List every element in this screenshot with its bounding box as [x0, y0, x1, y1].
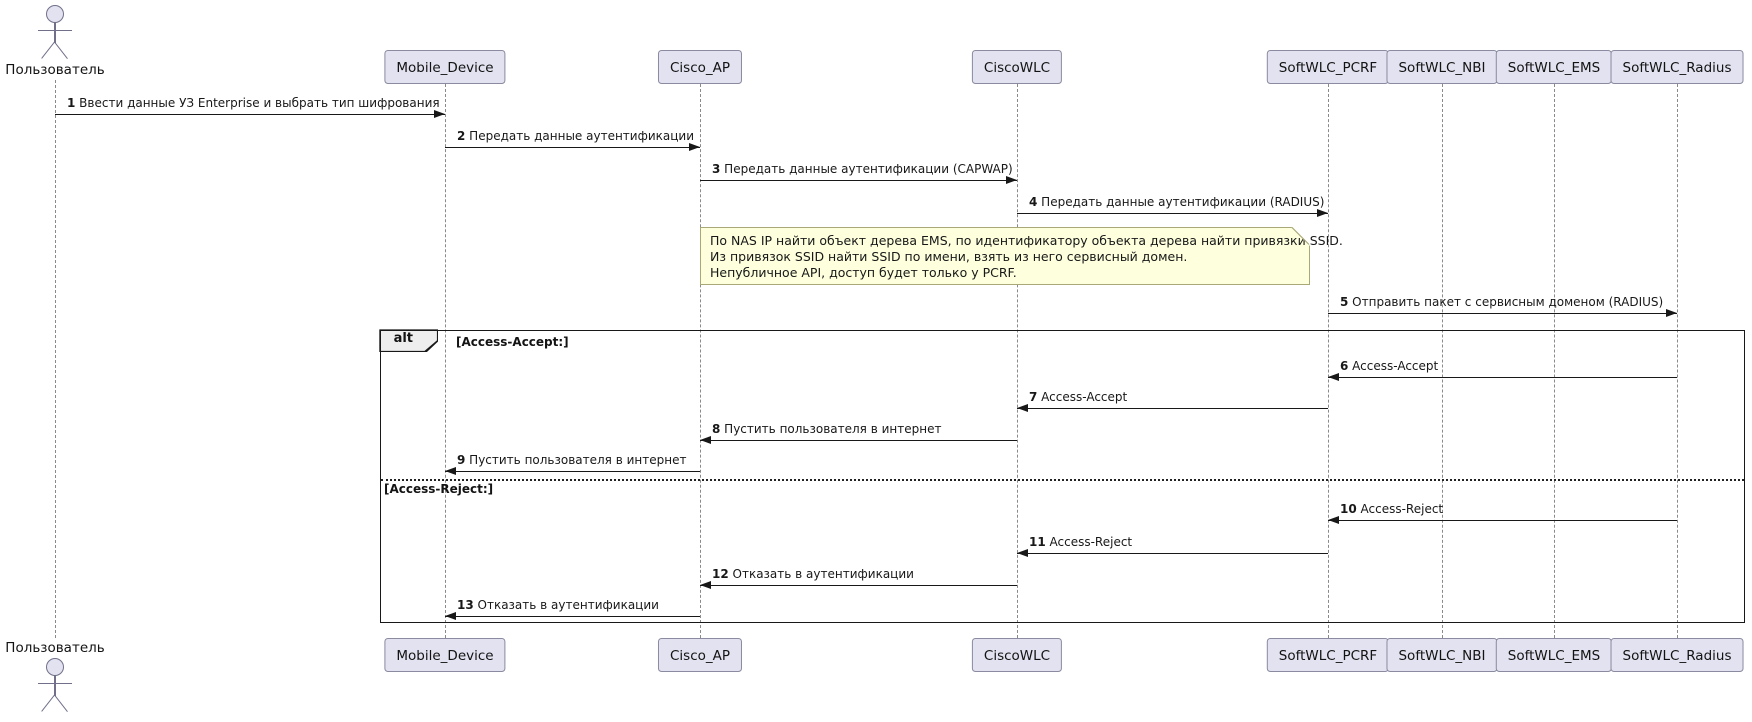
alt-tab-shape — [379, 329, 439, 353]
actor-head-icon — [46, 658, 64, 676]
alt-operator-label: alt — [393, 331, 414, 347]
message-label: 11 Access-Reject — [1029, 535, 1133, 549]
participant-box-SoftWLC_Radius: SoftWLC_Radius — [1610, 50, 1744, 84]
actor-body — [54, 675, 56, 696]
message-label: 2 Передать данные аутентификации — [457, 129, 695, 143]
lifeline-SoftWLC_PCRF — [1327, 84, 1329, 638]
message-label: 12 Отказать в аутентификации — [712, 567, 914, 581]
message-line — [445, 616, 700, 617]
participant-box-CiscoWLC: CiscoWLC — [971, 50, 1063, 84]
alt-divider — [381, 479, 1744, 481]
participant-box-Mobile_Device: Mobile_Device — [384, 50, 506, 84]
lifeline-Пользователь — [54, 80, 56, 638]
message-label: 3 Передать данные аутентификации (CAPWAP… — [712, 162, 1013, 176]
participant-box-Cisco_AP: Cisco_AP — [657, 638, 743, 672]
participant-box-SoftWLC_PCRF: SoftWLC_PCRF — [1266, 50, 1390, 84]
arrowhead-icon — [1666, 309, 1677, 318]
arrowhead-icon — [700, 436, 711, 445]
message-label: 4 Передать данные аутентификации (RADIUS… — [1029, 195, 1325, 209]
participant-box-SoftWLC_Radius: SoftWLC_Radius — [1610, 638, 1744, 672]
message-line — [1328, 377, 1677, 378]
arrowhead-icon — [1017, 549, 1028, 558]
note-fold-icon — [1291, 226, 1311, 246]
message-line — [700, 440, 1017, 441]
message-line — [1017, 213, 1328, 214]
arrowhead-icon — [1328, 516, 1339, 525]
lifeline-SoftWLC_NBI — [1441, 84, 1443, 638]
message-line — [700, 585, 1017, 586]
note-line: Из привязок SSID найти SSID по имени, вз… — [710, 249, 1188, 264]
note-line: Непубличное API, доступ будет только у P… — [710, 265, 1017, 280]
message-line — [445, 147, 700, 148]
participant-box-SoftWLC_EMS: SoftWLC_EMS — [1495, 638, 1613, 672]
participant-box-SoftWLC_NBI: SoftWLC_NBI — [1386, 50, 1498, 84]
lifeline-SoftWLC_EMS — [1553, 84, 1555, 638]
message-label: 10 Access-Reject — [1340, 502, 1444, 516]
arrowhead-icon — [1006, 176, 1017, 185]
actor-leg — [54, 694, 69, 712]
arrowhead-icon — [1017, 404, 1028, 413]
lifeline-SoftWLC_Radius — [1676, 84, 1678, 638]
message-label: 13 Отказать в аутентификации — [457, 598, 659, 612]
alt-guard-access-reject: [Access-Reject:] — [384, 482, 494, 496]
message-label: 7 Access-Accept — [1029, 390, 1128, 404]
participant-box-CiscoWLC: CiscoWLC — [971, 638, 1063, 672]
message-label: 9 Пустить пользователя в интернет — [457, 453, 687, 467]
message-line — [1017, 553, 1328, 554]
lifeline-Cisco_AP — [699, 84, 701, 638]
actor-head-icon — [46, 5, 64, 23]
message-label: 8 Пустить пользователя в интернет — [712, 422, 942, 436]
participant-box-Mobile_Device: Mobile_Device — [384, 638, 506, 672]
arrowhead-icon — [700, 581, 711, 590]
message-line — [1017, 408, 1328, 409]
actor-leg — [54, 41, 69, 59]
arrowhead-icon — [1317, 209, 1328, 218]
message-label: 5 Отправить пакет с сервисным доменом (R… — [1340, 295, 1664, 309]
message-label: 1 Ввести данные УЗ Enterprise и выбрать … — [67, 96, 440, 110]
participant-box-SoftWLC_NBI: SoftWLC_NBI — [1386, 638, 1498, 672]
actor-leg — [41, 41, 56, 59]
actor-body — [54, 22, 56, 43]
note-ems-lookup: По NAS IP найти объект дерева EMS, по ид… — [700, 226, 1343, 285]
arrowhead-icon — [689, 143, 700, 152]
actor-arms — [38, 683, 72, 685]
arrowhead-icon — [445, 612, 456, 621]
alt-tab-fill — [380, 330, 437, 351]
arrowhead-icon — [1328, 373, 1339, 382]
message-label: 6 Access-Accept — [1340, 359, 1439, 373]
participant-box-SoftWLC_EMS: SoftWLC_EMS — [1495, 50, 1613, 84]
message-line — [700, 180, 1017, 181]
alt-guard-access-accept: [Access-Accept:] — [456, 335, 569, 349]
lifeline-CiscoWLC — [1016, 84, 1018, 638]
participant-box-SoftWLC_PCRF: SoftWLC_PCRF — [1266, 638, 1390, 672]
participant-box-Cisco_AP: Cisco_AP — [657, 50, 743, 84]
actor-arms — [38, 30, 72, 32]
message-line — [445, 471, 700, 472]
actor-label: Пользователь — [5, 62, 105, 78]
lifeline-Mobile_Device — [444, 84, 446, 638]
actor-leg — [41, 694, 56, 712]
arrowhead-icon — [445, 467, 456, 476]
message-line — [1328, 313, 1677, 314]
message-line — [55, 114, 445, 115]
alt-fragment: alt [Access-Accept:] [Access-Reject:] — [379, 329, 1745, 623]
actor-label: Пользователь — [5, 640, 105, 656]
arrowhead-icon — [434, 110, 445, 119]
message-line — [1328, 520, 1677, 521]
alt-tab: alt — [379, 329, 439, 353]
note-line: По NAS IP найти объект дерева EMS, по ид… — [710, 233, 1343, 248]
